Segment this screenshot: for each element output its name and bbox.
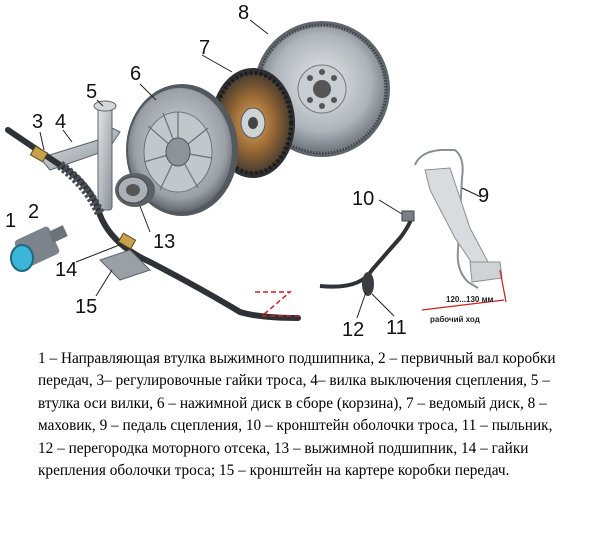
label-2: 2: [28, 201, 39, 223]
pedal-stroke-dimension: 120...130 мм рабочий ход: [421, 269, 507, 324]
pressure-plate: [126, 84, 238, 216]
clutch-cable: [5, 127, 414, 321]
label-8: 8: [238, 2, 249, 24]
legend-caption: 1 – Направляющая втулка выжимного подшип…: [38, 350, 556, 480]
label-4: 4: [55, 111, 66, 133]
partition-line: [255, 291, 300, 317]
label-14: 14: [55, 259, 77, 281]
dust-boot: [362, 272, 374, 296]
label-10: 10: [352, 188, 374, 210]
stroke-caption: рабочий ход: [430, 315, 480, 324]
release-bearing: [115, 173, 155, 207]
label-1: 1: [5, 210, 16, 232]
stroke-value: 120...130 мм: [446, 295, 494, 304]
label-5: 5: [86, 81, 97, 103]
gearbox-bracket: [99, 249, 151, 281]
label-9: 9: [478, 185, 489, 207]
pedal-assembly: [401, 149, 503, 289]
label-11: 11: [386, 317, 407, 339]
label-15: 15: [75, 296, 97, 318]
label-12: 12: [342, 319, 364, 340]
label-7: 7: [199, 37, 210, 59]
label-6: 6: [130, 63, 141, 85]
leader-lines: [39, 19, 482, 319]
label-3: 3: [32, 111, 43, 133]
label-13: 13: [153, 231, 175, 253]
clutch-diagram: 120...130 мм рабочий ход 8 7 6 5 4 3 2 1…: [5, 2, 507, 340]
guide-sleeve: [10, 225, 68, 272]
release-fork: [39, 100, 121, 211]
